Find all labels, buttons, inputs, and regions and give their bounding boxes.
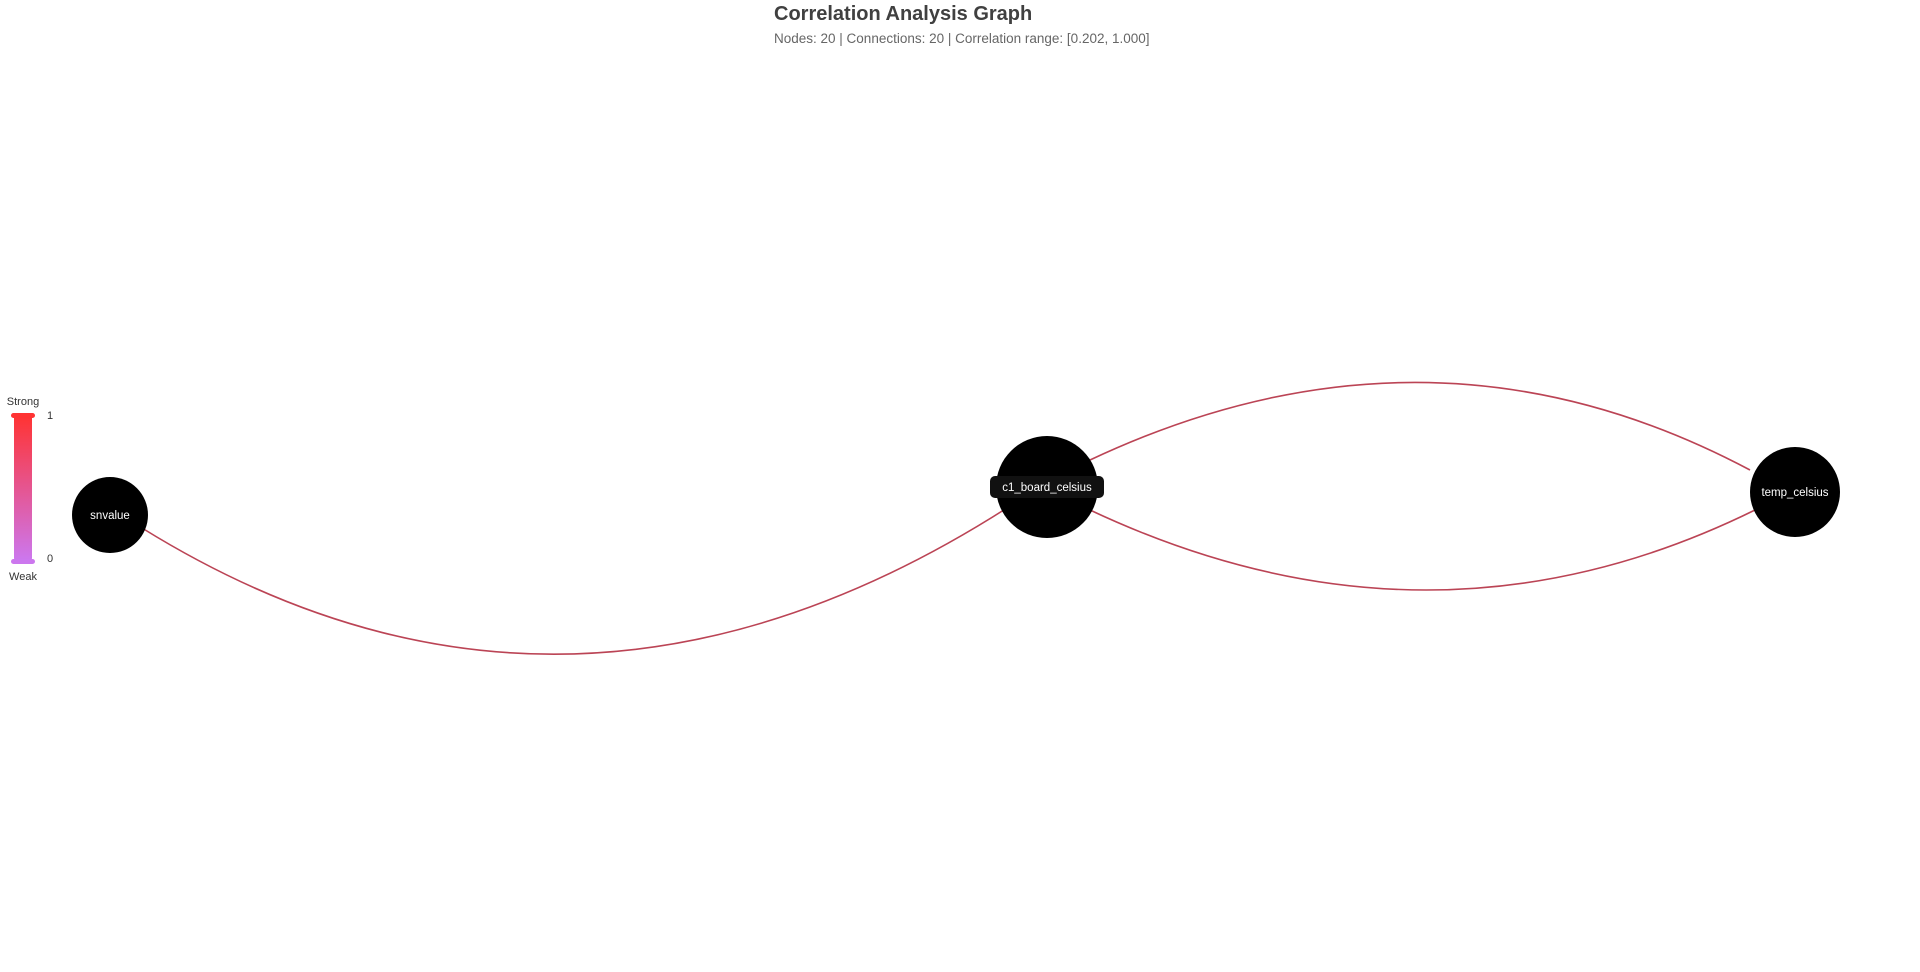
legend-cap-bottom [11,559,35,564]
legend-weak-label: Weak [9,571,37,583]
legend-gradient-bar [14,416,32,560]
chart-header: Correlation Analysis Graph Nodes: 20 | C… [774,0,1150,47]
node-label-temp_celsius: temp_celsius [1761,487,1828,499]
edge-c1_board_celsius-temp_celsius[interactable] [1089,381,1751,471]
legend-min-value: 0 [47,553,54,565]
legend-strong-label: Strong [6,396,40,408]
correlation-legend: Strong 1 0 Weak [0,396,54,586]
node-circle [72,477,148,553]
edge-snvalue-c1_board_celsius[interactable] [141,507,1008,655]
nodes-layer: snvalue c1_board_celsius temp_celsius [72,436,1840,553]
chart-title: Correlation Analysis Graph [774,3,1033,25]
node-label-snvalue: snvalue [90,510,130,522]
legend-max-value: 1 [47,410,54,422]
edges-layer [141,381,1756,655]
node-temp_celsius[interactable]: temp_celsius [1750,447,1840,537]
node-circle [1750,447,1840,537]
edge-temp_celsius-c1_board_celsius[interactable] [1089,509,1756,591]
node-c1_board_celsius[interactable]: c1_board_celsius [990,436,1104,538]
legend-cap-top [11,413,35,418]
node-label-background [990,476,1104,498]
chart-subtitle: Nodes: 20 | Connections: 20 | Correlatio… [774,31,1150,46]
node-label-c1_board_celsius: c1_board_celsius [1002,482,1092,494]
node-snvalue[interactable]: snvalue [72,477,148,553]
